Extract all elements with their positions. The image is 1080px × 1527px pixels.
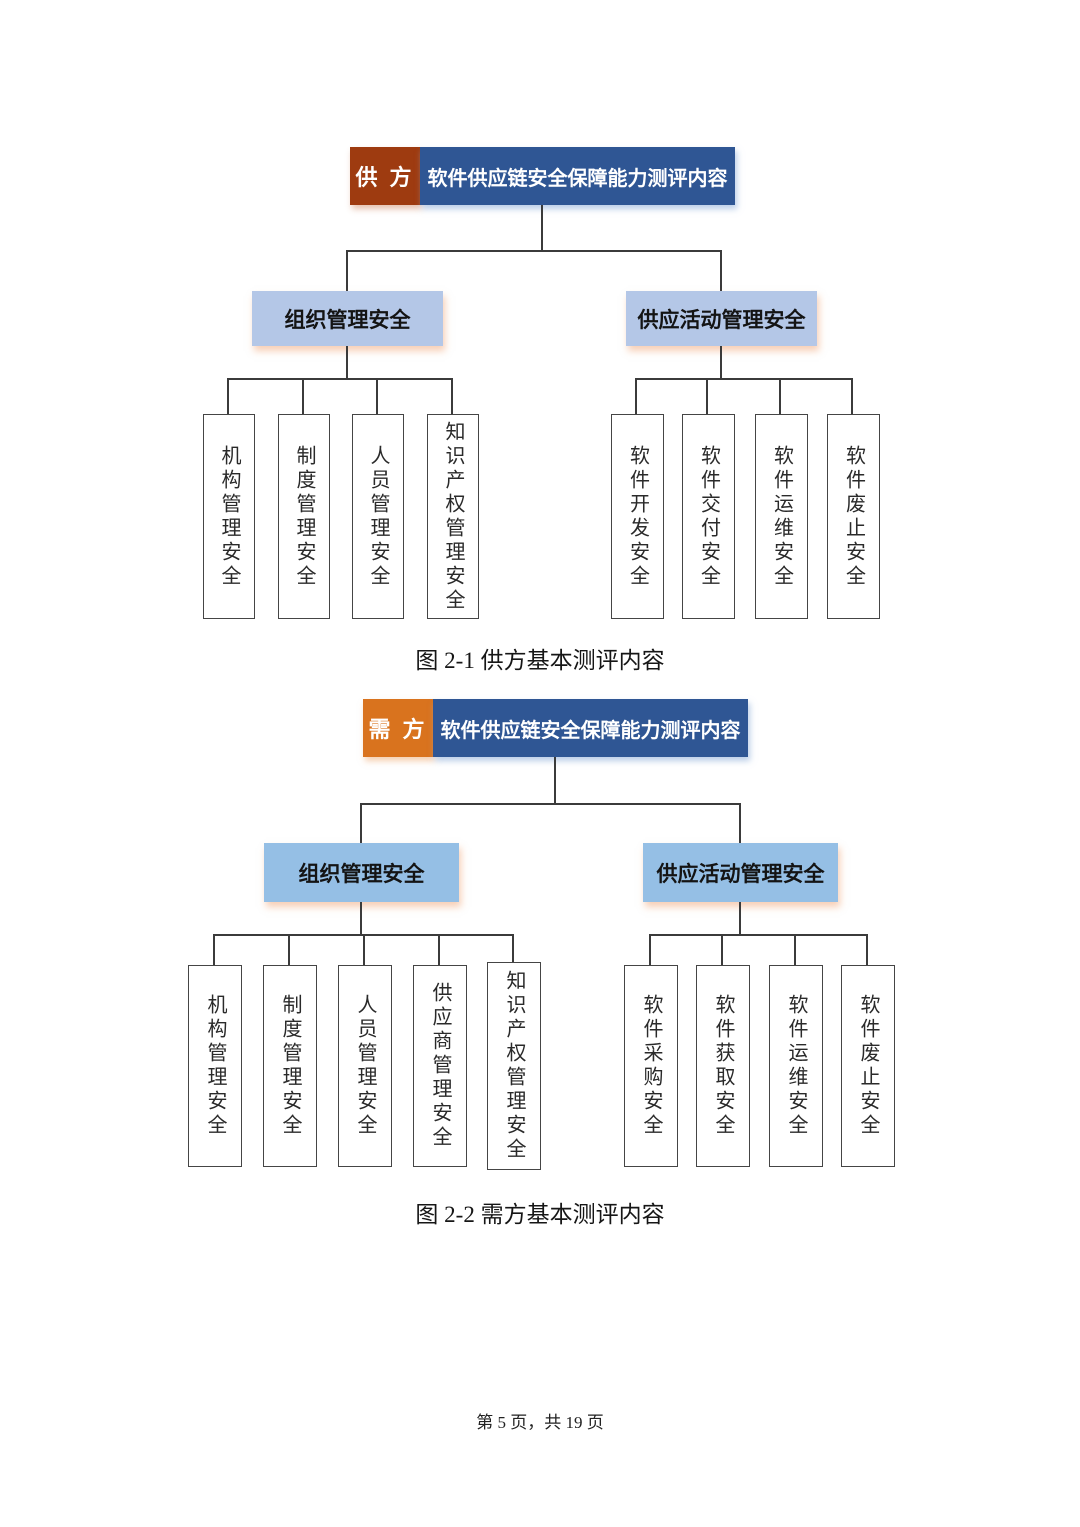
fig2-demander-badge: 需 方 bbox=[363, 699, 433, 757]
connector-line bbox=[720, 250, 722, 291]
leaf-label: 软件运维安全 bbox=[785, 994, 807, 1138]
connector-line bbox=[346, 250, 722, 252]
connector-line bbox=[288, 934, 290, 965]
connector-line bbox=[360, 902, 362, 935]
fig1-supplier-badge: 供 方 bbox=[350, 147, 420, 205]
page-footer: 第 5 页，共 19 页 bbox=[476, 1413, 604, 1432]
leaf-box: 机构管理安全 bbox=[188, 965, 242, 1167]
leaf-label: 机构管理安全 bbox=[218, 444, 240, 589]
connector-line bbox=[346, 250, 348, 291]
leaf-label: 机构管理安全 bbox=[204, 994, 226, 1138]
connector-line bbox=[438, 934, 440, 965]
connector-line bbox=[302, 378, 304, 414]
connector-line bbox=[779, 378, 781, 414]
leaf-box: 软件获取安全 bbox=[696, 965, 750, 1167]
connector-line bbox=[649, 934, 867, 936]
leaf-label: 软件开发安全 bbox=[626, 444, 649, 589]
leaf-label: 软件废止安全 bbox=[857, 994, 879, 1138]
connector-line bbox=[360, 803, 741, 805]
connector-line bbox=[739, 902, 741, 935]
leaf-label: 供应商管理安全 bbox=[429, 982, 451, 1150]
leaf-box: 制度管理安全 bbox=[278, 414, 330, 619]
leaf-label: 软件运维安全 bbox=[770, 444, 793, 589]
connector-line bbox=[363, 934, 365, 965]
leaf-label: 软件交付安全 bbox=[697, 444, 720, 589]
connector-line bbox=[512, 934, 514, 965]
connector-line bbox=[635, 378, 637, 414]
fig1-branch-supply-activity: 供应活动管理安全 bbox=[626, 291, 817, 346]
fig2-header-title: 软件供应链安全保障能力测评内容 bbox=[433, 699, 748, 757]
connector-line bbox=[360, 803, 362, 843]
connector-line bbox=[554, 757, 556, 804]
leaf-label: 制度管理安全 bbox=[293, 444, 315, 589]
leaf-box: 软件废止安全 bbox=[841, 965, 895, 1167]
leaf-box: 软件废止安全 bbox=[827, 414, 880, 619]
leaf-box: 人员管理安全 bbox=[338, 965, 392, 1167]
connector-line bbox=[227, 378, 229, 414]
leaf-label: 软件采购安全 bbox=[640, 994, 662, 1138]
connector-line bbox=[851, 378, 853, 414]
leaf-box: 软件运维安全 bbox=[769, 965, 823, 1167]
fig1-branch-org-management: 组织管理安全 bbox=[252, 291, 443, 346]
fig2-branch-supply-activity: 供应活动管理安全 bbox=[643, 843, 838, 902]
connector-line bbox=[721, 934, 723, 965]
connector-line bbox=[739, 803, 741, 843]
leaf-box: 软件运维安全 bbox=[755, 414, 808, 619]
fig1-header-title: 软件供应链安全保障能力测评内容 bbox=[420, 147, 735, 205]
connector-line bbox=[706, 378, 708, 414]
leaf-box: 软件交付安全 bbox=[682, 414, 735, 619]
leaf-label: 知识产权管理安全 bbox=[503, 970, 525, 1162]
connector-line bbox=[346, 346, 348, 379]
connector-line bbox=[376, 378, 378, 414]
connector-line bbox=[451, 378, 453, 414]
leaf-box: 制度管理安全 bbox=[263, 965, 317, 1167]
leaf-box: 知识产权管理安全 bbox=[427, 414, 479, 619]
fig2-branch-org-management: 组织管理安全 bbox=[264, 843, 459, 902]
leaf-label: 人员管理安全 bbox=[354, 994, 376, 1138]
leaf-box: 人员管理安全 bbox=[352, 414, 404, 619]
leaf-label: 软件获取安全 bbox=[712, 994, 734, 1138]
figure-2-caption: 图 2-2 需方基本测评内容 bbox=[415, 1202, 665, 1227]
connector-line bbox=[720, 346, 722, 379]
leaf-label: 人员管理安全 bbox=[367, 444, 389, 589]
leaf-label: 知识产权管理安全 bbox=[442, 420, 464, 613]
connector-line bbox=[213, 934, 215, 965]
leaf-box: 机构管理安全 bbox=[203, 414, 255, 619]
figure-1-caption: 图 2-1 供方基本测评内容 bbox=[415, 648, 665, 673]
connector-line bbox=[794, 934, 796, 965]
leaf-label: 制度管理安全 bbox=[279, 994, 301, 1138]
connector-line bbox=[635, 378, 853, 380]
connector-line bbox=[227, 378, 453, 380]
leaf-label: 软件废止安全 bbox=[842, 444, 865, 589]
leaf-box: 知识产权管理安全 bbox=[487, 962, 541, 1170]
connector-line bbox=[649, 934, 651, 965]
connector-line bbox=[541, 205, 543, 251]
leaf-box: 软件开发安全 bbox=[611, 414, 664, 619]
leaf-box: 软件采购安全 bbox=[624, 965, 678, 1167]
connector-line bbox=[866, 934, 868, 965]
leaf-box: 供应商管理安全 bbox=[413, 965, 467, 1167]
